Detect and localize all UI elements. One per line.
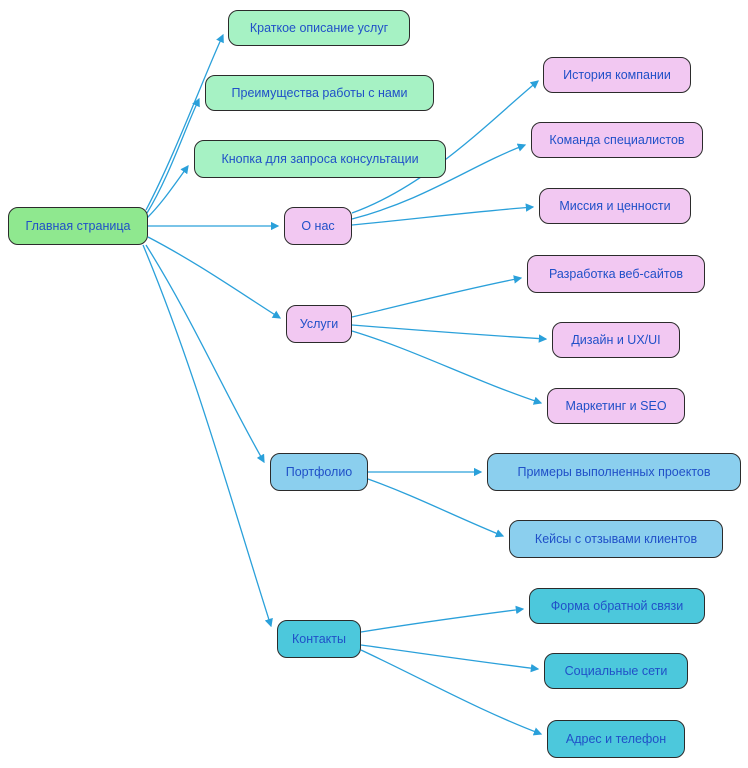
edge-contacts-form: [360, 605, 525, 633]
node-about: О нас: [284, 207, 352, 245]
node-mission-values: Миссия и ценности: [539, 188, 691, 224]
node-label: Команда специалистов: [549, 133, 685, 147]
edge-services-design: [351, 324, 548, 343]
edge-about-history: [351, 80, 539, 214]
node-label: Преимущества работы с нами: [231, 86, 408, 100]
node-design-uxui: Дизайн и UX/UI: [552, 322, 680, 358]
node-label: Услуги: [299, 317, 339, 331]
node-label: Социальные сети: [564, 664, 668, 678]
edge-contacts-social: [360, 644, 540, 673]
edge-root-advantages: [146, 97, 200, 214]
node-consultation-button: Кнопка для запроса консультации: [194, 140, 446, 178]
edge-portfolio-cases: [367, 478, 505, 538]
node-feedback-form: Форма обратной связи: [529, 588, 705, 624]
node-label: Маркетинг и SEO: [565, 399, 667, 413]
node-label: Адрес и телефон: [565, 732, 667, 746]
node-address-phone: Адрес и телефон: [547, 720, 685, 758]
node-social-networks: Социальные сети: [544, 653, 688, 689]
edge-services-webdev: [351, 275, 523, 318]
node-marketing-seo: Маркетинг и SEO: [547, 388, 685, 424]
node-web-development: Разработка веб-сайтов: [527, 255, 705, 293]
node-label: Разработка веб-сайтов: [548, 267, 684, 281]
node-services: Услуги: [286, 305, 352, 343]
node-company-history: История компании: [543, 57, 691, 93]
node-label: Кейсы с отзывами клиентов: [534, 532, 698, 546]
node-label: Главная страница: [25, 219, 131, 233]
node-label: История компании: [563, 68, 671, 82]
node-label: Миссия и ценности: [559, 199, 671, 213]
node-team: Команда специалистов: [531, 122, 703, 158]
node-label: Контакты: [292, 632, 346, 646]
node-client-cases: Кейсы с отзывами клиентов: [509, 520, 723, 558]
edge-root-consult: [146, 164, 189, 219]
edge-about-mission: [351, 203, 535, 226]
node-label: Кнопка для запроса консультации: [221, 152, 419, 166]
edge-root-services: [147, 236, 282, 319]
edge-contacts-address: [360, 649, 543, 736]
node-short-description: Краткое описание услуг: [228, 10, 410, 46]
edge-root-contacts: [142, 244, 273, 628]
node-project-examples: Примеры выполненных проектов: [487, 453, 741, 491]
edge-about-team: [351, 143, 527, 220]
node-contacts: Контакты: [277, 620, 361, 658]
node-main-page: Главная страница: [8, 207, 148, 245]
node-portfolio: Портфолио: [270, 453, 368, 491]
edge-services-marketing: [351, 330, 543, 405]
node-label: Портфолио: [285, 465, 353, 479]
node-advantages: Преимущества работы с нами: [205, 75, 434, 111]
node-label: О нас: [301, 219, 335, 233]
node-label: Примеры выполненных проектов: [517, 465, 711, 479]
node-label: Форма обратной связи: [550, 599, 684, 613]
edge-root-portfolio: [145, 244, 265, 464]
node-label: Краткое описание услуг: [249, 21, 389, 35]
edge-root-short-desc: [145, 33, 224, 211]
node-label: Дизайн и UX/UI: [571, 333, 661, 347]
